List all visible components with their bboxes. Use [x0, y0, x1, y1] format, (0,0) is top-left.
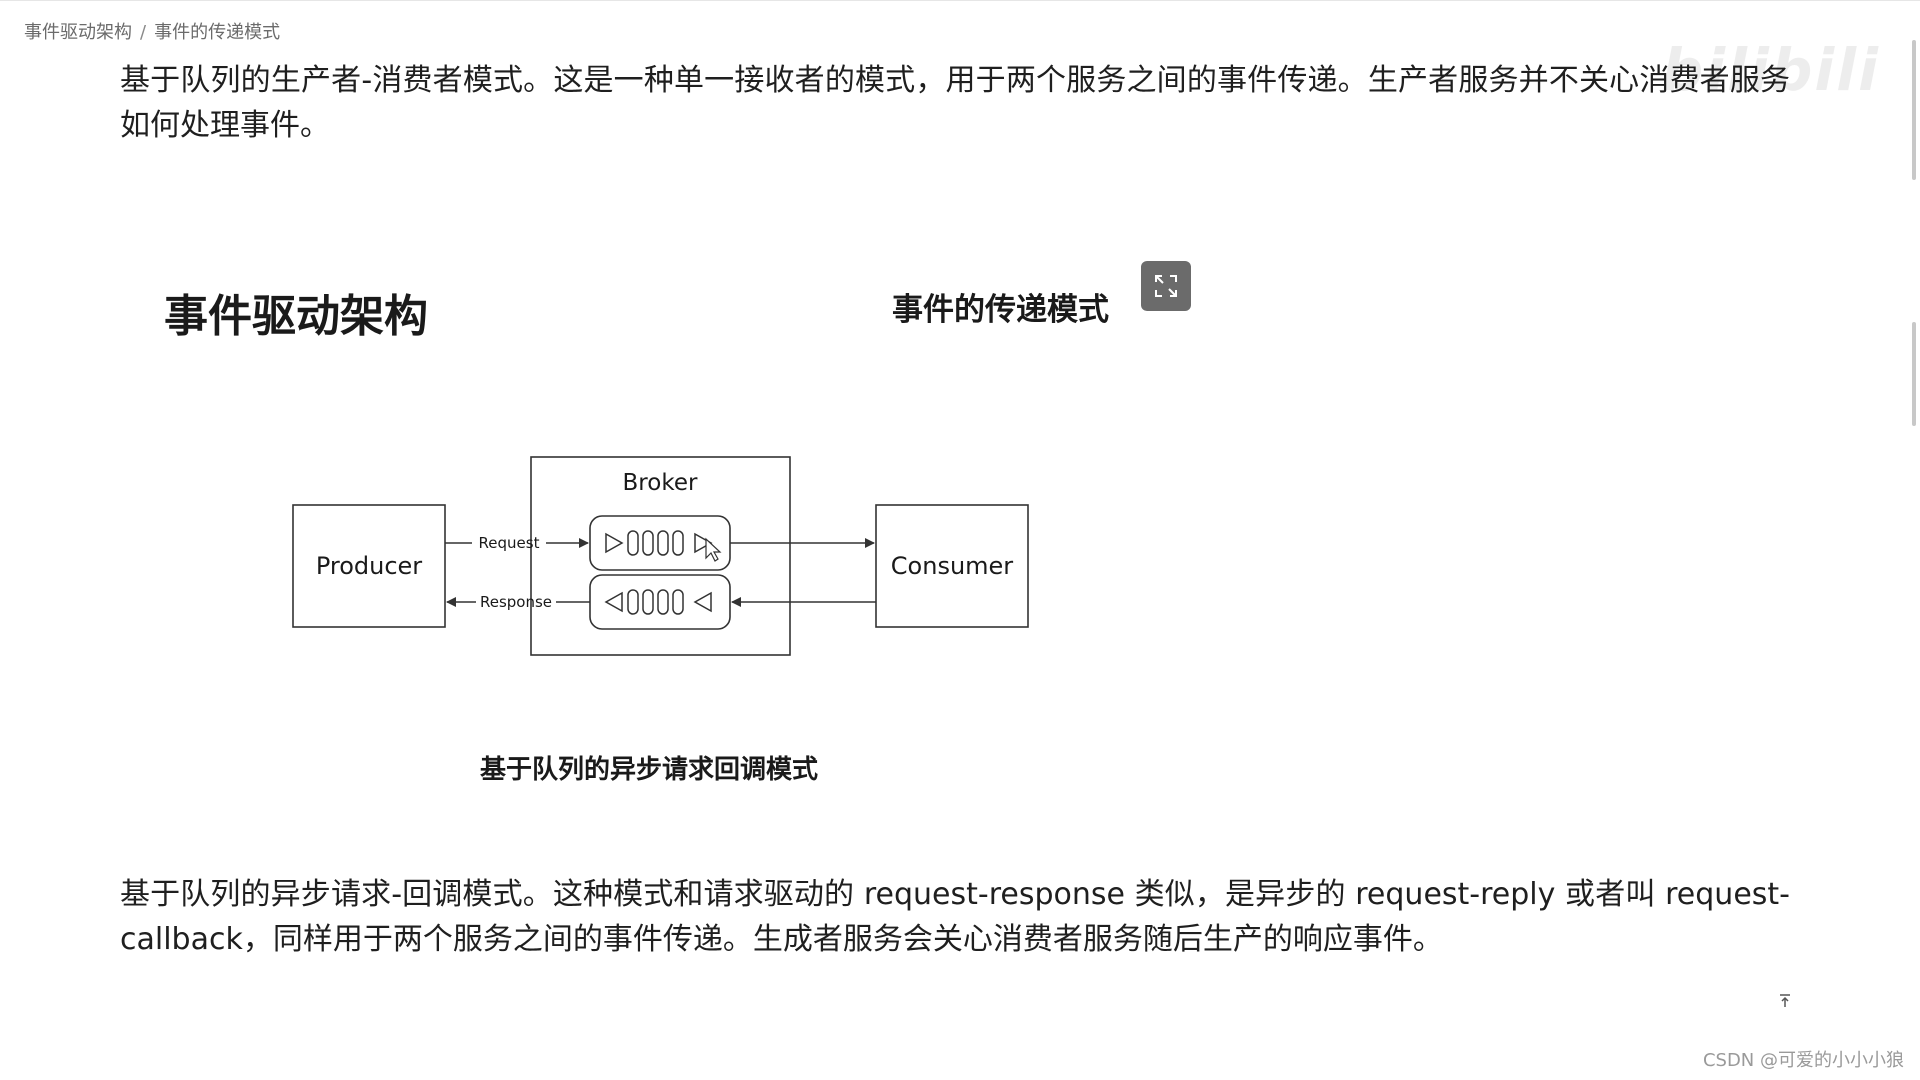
breadcrumb-item-event-driven[interactable]: 事件驱动架构	[24, 22, 132, 43]
breadcrumb-separator: /	[140, 22, 147, 43]
producer-label: Producer	[316, 552, 422, 580]
response-label: Response	[480, 593, 552, 611]
broker-diagram: Producer Broker Consumer	[292, 456, 1029, 656]
request-queue-glyphs	[605, 530, 713, 556]
slide-frame: Producer Broker Consumer	[120, 236, 1200, 796]
breadcrumb: 事件驱动架构 / 事件的传递模式	[24, 18, 280, 44]
breadcrumb-item-delivery-mode[interactable]: 事件的传递模式	[154, 22, 281, 43]
producer-box	[292, 504, 446, 628]
expand-button[interactable]	[1141, 261, 1191, 311]
broker-label: Broker	[623, 470, 698, 496]
scrollbar-thumb-top[interactable]	[1912, 40, 1916, 180]
paragraph-async-request-callback: 基于队列的异步请求-回调模式。这种模式和请求驱动的 request-respon…	[120, 877, 1790, 957]
consumer-label: Consumer	[891, 552, 1014, 580]
scrollbar-thumb-middle[interactable]	[1912, 322, 1916, 426]
slide-title: 事件驱动架构	[164, 291, 428, 342]
response-queue	[589, 574, 731, 630]
slide-subtitle: 事件的传递模式	[892, 292, 1109, 328]
bilibili-watermark-logo: bilibili	[1661, 36, 1880, 104]
diagram-caption: 基于队列的异步请求回调模式	[480, 755, 819, 785]
to-top-icon[interactable]	[1779, 994, 1791, 1012]
expand-icon	[1155, 275, 1177, 297]
request-label: Request	[479, 534, 540, 552]
mouse-cursor-icon	[705, 537, 722, 562]
response-queue-glyphs	[604, 589, 712, 615]
consumer-box	[875, 504, 1029, 628]
top-divider	[0, 0, 1920, 1]
csdn-watermark: CSDN @可爱的小小小狼	[1702, 1050, 1904, 1071]
paragraph-producer-consumer: 基于队列的生产者-消费者模式。这是一种单一接收者的模式，用于两个服务之间的事件传…	[120, 63, 1790, 143]
